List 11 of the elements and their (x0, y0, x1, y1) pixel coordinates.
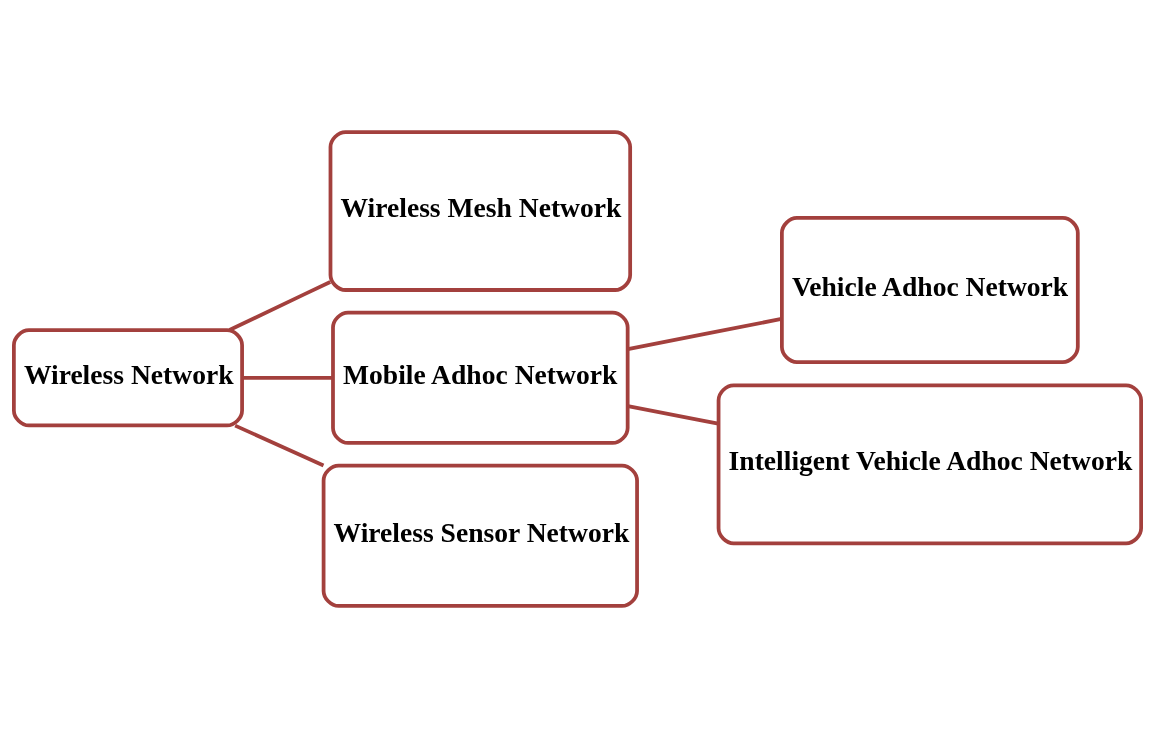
connector (234, 423, 325, 467)
connector (228, 279, 332, 332)
node-box: Vehicle Adhoc Network (780, 215, 1080, 364)
connector (242, 375, 333, 380)
node-box: Wireless Mesh Network (328, 129, 633, 292)
node-box: Wireless Sensor Network (321, 463, 639, 608)
connector (627, 403, 719, 425)
node-box: Wireless Network (12, 327, 244, 427)
node-box: Mobile Adhoc Network (331, 310, 630, 445)
connector (627, 316, 782, 351)
node-box: Intelligent Vehicle Adhoc Network (716, 382, 1143, 545)
